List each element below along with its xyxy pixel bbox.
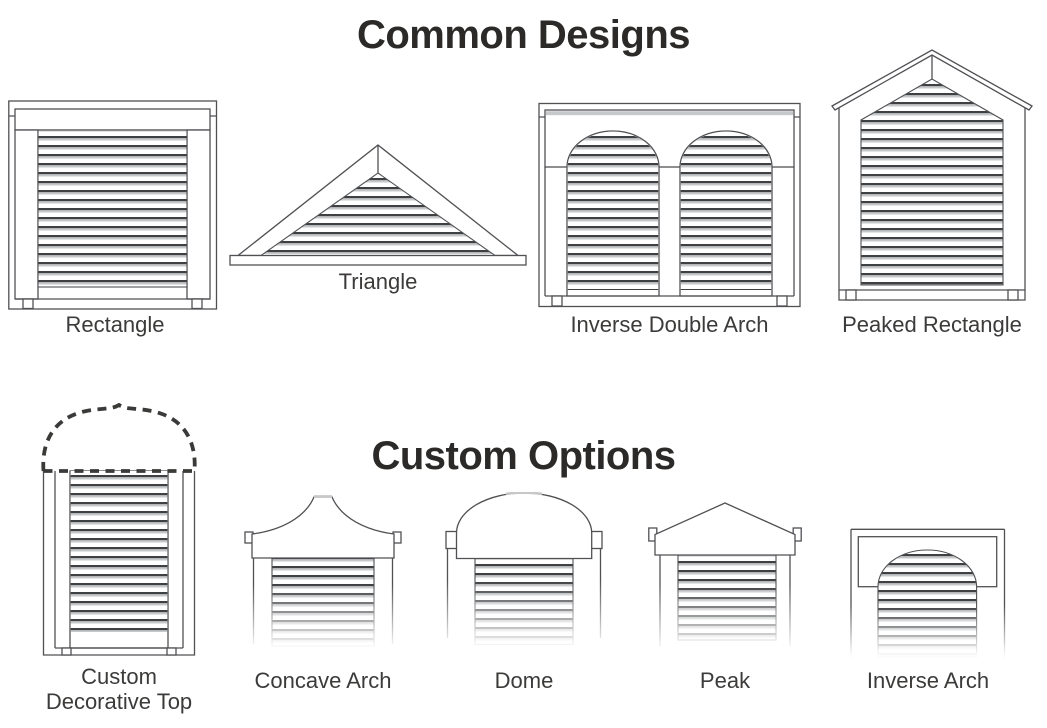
inverse-arch-vent-diagram bbox=[849, 528, 1007, 667]
rectangle-vent-diagram bbox=[8, 100, 218, 310]
inverse-arch-vent-figure bbox=[849, 527, 1007, 672]
rectangle-label: Rectangle bbox=[65, 312, 165, 337]
inverse-double-arch-label: Inverse Double Arch bbox=[570, 312, 769, 337]
peak-vent-diagram bbox=[648, 502, 802, 666]
dome-label: Dome bbox=[494, 668, 554, 693]
common-designs-title: Common Designs bbox=[356, 13, 691, 57]
triangle-label: Triangle bbox=[338, 269, 418, 294]
triangle-vent-figure bbox=[228, 142, 528, 277]
custom-decorative-top-vent-figure bbox=[38, 402, 200, 666]
peaked-rectangle-vent-diagram bbox=[831, 49, 1033, 301]
inverse-arch-label: Inverse Arch bbox=[866, 668, 990, 693]
custom-decorative-top-label-line1: Custom bbox=[81, 664, 157, 689]
triangle-vent-diagram bbox=[229, 144, 527, 266]
inverse-double-arch-vent-figure bbox=[537, 100, 802, 317]
dome-vent-figure bbox=[444, 491, 604, 669]
dome-vent-diagram bbox=[444, 491, 604, 664]
concave-arch-vent-diagram bbox=[242, 495, 404, 664]
rectangle-vent-figure bbox=[8, 100, 218, 317]
peaked-rectangle-vent-figure bbox=[826, 48, 1038, 315]
peak-vent-figure bbox=[648, 498, 802, 671]
custom-options-title: Custom Options bbox=[371, 434, 676, 478]
concave-arch-vent-figure bbox=[242, 494, 404, 669]
peaked-rectangle-label: Peaked Rectangle bbox=[842, 312, 1022, 337]
inverse-double-arch-vent-diagram bbox=[538, 102, 801, 308]
peak-label: Peak bbox=[699, 668, 751, 693]
concave-arch-label: Concave Arch bbox=[254, 668, 392, 693]
custom-decorative-top-label: Custom Decorative Top bbox=[38, 664, 200, 714]
custom-decorative-top-label-line2: Decorative Top bbox=[45, 689, 193, 714]
custom-decorative-top-vent-diagram bbox=[41, 402, 197, 656]
